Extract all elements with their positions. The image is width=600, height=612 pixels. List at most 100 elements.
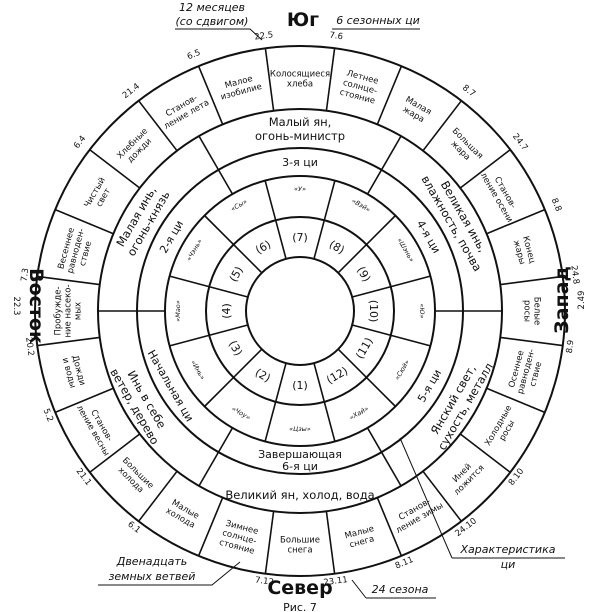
segment-divider [313,362,336,442]
direction-west: Запад [551,266,573,334]
segment-divider [325,511,336,574]
segment-divider [138,100,178,152]
solar-term-date: 21.4 [121,81,142,100]
segment-divider [486,208,546,235]
solar-term-date: 22.5 [254,30,274,42]
branch-name: «Хай» [348,405,370,422]
direction-south: Юг [287,9,319,31]
solar-term: Станов-ление лета [162,93,211,132]
seasonal-qi-line: Завершающая [258,448,342,461]
segment-divider [89,149,141,189]
branch-number: (11) [353,335,376,361]
seasonal-qi-line: 6-я ци [282,460,318,473]
branch-name: «Вэй» [350,197,372,214]
solar-term-date: 7.12 [254,575,274,587]
branch-number: (10) [367,300,380,323]
direction-date-east: 22.3 [11,297,21,316]
callouts: 12 месяцев (со сдвигом) 6 сезонных ци Дв… [98,1,565,599]
figure-caption: Рис. 7 [283,601,317,612]
solar-term-line: Большие [280,536,320,546]
branch-name: «У» [294,185,306,193]
seasonal-qi-line: 3-я ци [282,156,318,169]
segment-divider [138,470,178,522]
solar-term-date: 8.8 [549,197,563,213]
solar-term-line: Белые [532,297,542,325]
direction-east: Восток [25,268,47,344]
segment-divider [366,427,402,487]
branch-name: «Цзы» [289,425,311,433]
seasonal-qi: 3-я ци [282,156,318,169]
branch-number: (8) [327,238,347,257]
callout-branches-line2: земных ветвей [109,570,196,583]
solar-term-date: 24.7 [510,132,529,153]
branch-name: «Чэнь» [185,238,204,263]
qi-characteristic-line: Великий ян, холод, вода [225,488,374,502]
segment-divider [351,275,431,298]
segment-divider [264,511,275,574]
segment-divider [325,48,336,111]
solar-term-line: ние насеко- [64,284,74,337]
solar-term-line: снега [287,546,312,556]
branch-number: (3) [226,338,245,358]
branch-name: «Инь» [189,359,206,381]
branch-number: (7) [292,231,308,244]
segment-divider [422,100,462,152]
branch-name: «Сюй» [393,358,411,381]
solar-term-line: мых [74,302,84,320]
qi-characteristic-line: Малый ян, [269,115,332,129]
callout-months-line1: 12 месяцев [179,1,245,14]
solar-term-line: хлеба [287,80,313,90]
branch-number: (12) [324,364,350,387]
qi-characteristic-line: огонь-министр [255,129,345,143]
solar-term: Станов-ление весны [74,404,114,458]
solar-term-date: 7.3 [20,267,32,282]
branch-name: «Сы» [229,197,248,213]
segment-divider [89,433,141,473]
segment-divider [198,427,234,487]
callout-months-line2: (со сдвигом) [176,15,249,28]
segment-divider [313,180,336,260]
branch-name: «Мао» [174,300,182,322]
segment-divider [500,336,563,347]
segment-divider [264,362,287,442]
segment-divider [37,275,100,286]
solar-term-date: 8.9 [565,339,577,354]
branch-name: «Шэнь» [396,236,416,263]
segment-divider [203,348,263,408]
solar-term-date: 21.1 [74,467,93,488]
solar-term: Станов-ление зимы [394,497,445,536]
segment-dividers [37,48,563,574]
segment-divider [376,497,403,557]
callout-24-seasons: 24 сезона [372,583,429,596]
solar-term-date: 7.6 [329,31,344,43]
solar-term: Станов-ление осени [478,171,518,224]
segment-divider [54,387,114,414]
segment-divider [264,180,287,260]
solar-term-date: 5.2 [41,407,55,423]
segment-divider [264,48,275,111]
solar-term-line: Колосящиеся [270,70,330,80]
solar-term-date: 24.10 [453,516,478,539]
segment-divider [54,208,114,235]
branch-number: (6) [253,238,273,257]
branch-number: (2) [253,366,273,385]
segment-divider [337,348,397,408]
segment-divider [500,275,563,286]
ring-circle [34,45,566,577]
segment-divider [197,65,224,125]
segment-divider [203,214,263,274]
solar-term-date: 8.10 [507,467,526,488]
